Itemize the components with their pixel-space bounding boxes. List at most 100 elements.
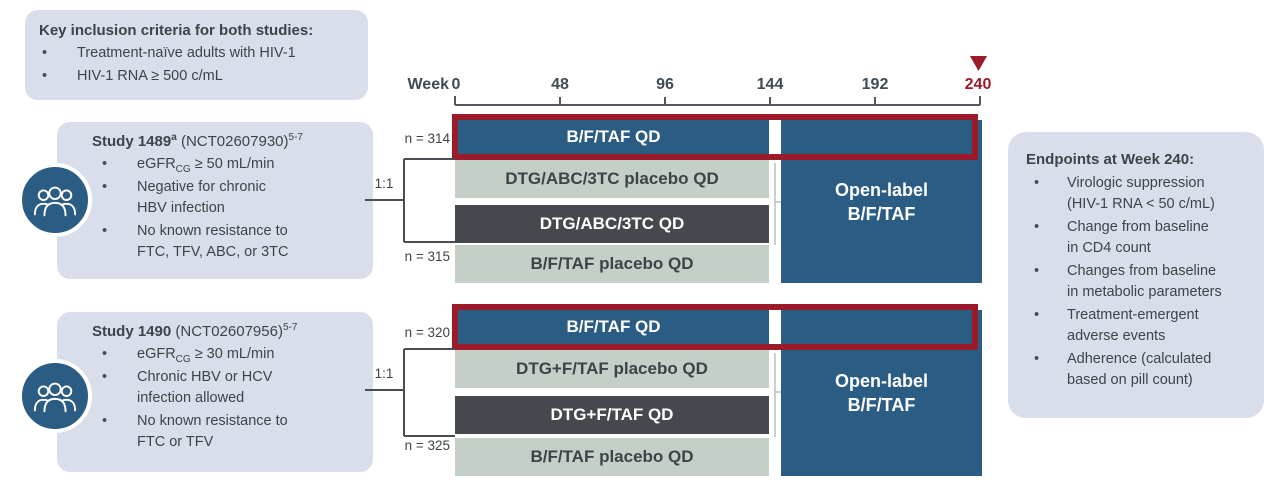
- study-1490-criteria-list: • eGFRCG ≥ 30 mL/min • Chronic HBV or HC…: [102, 344, 365, 453]
- arm-bar-bftaf-qd-1489: B/F/TAF QD: [458, 120, 769, 154]
- people-group-icon: [33, 382, 77, 413]
- study-1489-title: Study 1489a (NCT02607930)5-7: [92, 131, 365, 152]
- arm-label: B/F/TAF placebo QD: [530, 254, 694, 273]
- timeline-tick-label-96: 96: [656, 76, 674, 93]
- bullet-text: Adherence (calculated based on pill coun…: [1067, 351, 1212, 388]
- sample-size-label-n315: n = 315: [404, 249, 450, 264]
- week-240-marker-icon: [970, 56, 987, 71]
- arm-bar-dtg-ftaf-qd-1490: DTG+F/TAF QD: [455, 396, 769, 434]
- bullet-marker: •: [1034, 307, 1040, 323]
- bullet-text: Treatment-naïve adults with HIV-1: [77, 45, 296, 61]
- list-item: • eGFRCG ≥ 50 mL/min: [102, 154, 365, 175]
- arm-label: B/F/TAF placebo QD: [530, 447, 694, 466]
- study-1489-panel: Study 1489a (NCT02607930)5-7 • eGFRCG ≥ …: [57, 122, 373, 279]
- bullet-marker: •: [1034, 263, 1040, 279]
- bullet-text: No known resistance to FTC or TFV: [137, 413, 288, 450]
- study-reference-superscript: 5-7: [282, 322, 298, 333]
- study-registry-id: (NCT02607930): [176, 133, 289, 150]
- criteria-text: ≥ 50 mL/min: [190, 156, 275, 172]
- randomization-ratio-label-1489: 1:1: [374, 176, 394, 191]
- list-item: • Change from baseline in CD4 count: [1032, 217, 1256, 259]
- randomization-ratio-label-1490: 1:1: [374, 366, 394, 381]
- participants-icon: [18, 359, 92, 433]
- open-label-box-1490: Open-label B/F/TAF: [781, 310, 982, 476]
- timeline-tick-label-192: 192: [861, 76, 889, 93]
- study-1490-panel: Study 1490 (NCT02607956)5-7 • eGFRCG ≥ 3…: [57, 312, 373, 472]
- criteria-subscript: CG: [175, 353, 191, 365]
- bullet-text: eGFRCG ≥ 50 mL/min: [137, 154, 309, 175]
- bullet-text: HIV-1 RNA ≥ 500 c/mL: [77, 68, 223, 84]
- arm-bar-dtg-ftaf-placebo-1490: DTG+F/TAF placebo QD: [455, 350, 769, 388]
- open-label-line2: B/F/TAF: [847, 203, 916, 224]
- bullet-marker: •: [102, 369, 108, 385]
- criteria-text: eGFR: [137, 346, 176, 362]
- open-label-box-1489: Open-label B/F/TAF: [781, 120, 982, 283]
- bullet-text: Negative for chronic HBV infection: [137, 179, 266, 216]
- open-label-line1: Open-label: [834, 371, 928, 391]
- endpoints-title: Endpoints at Week 240:: [1026, 151, 1195, 168]
- list-item: • eGFRCG ≥ 30 mL/min: [102, 344, 365, 365]
- bullet-marker: •: [102, 223, 108, 239]
- arm-bar-bftaf-qd-1490: B/F/TAF QD: [458, 310, 769, 344]
- list-item: • Negative for chronic HBV infection: [102, 177, 365, 219]
- list-item: • Adherence (calculated based on pill co…: [1032, 349, 1256, 391]
- study-name: Study 1490: [92, 323, 172, 340]
- list-item: • Virologic suppression (HIV-1 RNA < 50 …: [1032, 173, 1256, 215]
- study-reference-superscript: 5-7: [288, 132, 303, 143]
- bullet-marker: •: [42, 68, 48, 84]
- participants-icon: [18, 163, 92, 237]
- bullet-marker: •: [1034, 351, 1040, 367]
- list-item: • No known resistance to FTC or TFV: [102, 411, 365, 453]
- criteria-text: ≥ 30 mL/min: [190, 346, 275, 362]
- inclusion-criteria-list: • Treatment-naïve adults with HIV-1 • HI…: [39, 43, 358, 87]
- timeline-tick-label-48: 48: [551, 76, 569, 93]
- sample-size-label-n314: n = 314: [404, 131, 450, 146]
- bullet-text: Chronic HBV or HCV infection allowed: [137, 369, 273, 406]
- bullet-marker: •: [42, 45, 48, 61]
- timeline-tick-label-144: 144: [756, 76, 784, 93]
- timeline-tick-label-0: 0: [451, 76, 461, 93]
- timeline-axis: [454, 96, 981, 106]
- list-item: • Treatment-naïve adults with HIV-1: [39, 43, 358, 64]
- arm-bar-bftaf-placebo-1490: B/F/TAF placebo QD: [455, 438, 769, 476]
- bullet-marker: •: [102, 179, 108, 195]
- randomization-bracket-1490: [365, 348, 455, 437]
- people-group-glyph: [33, 186, 77, 217]
- study-name-superscript: a: [171, 132, 177, 143]
- list-item: • No known resistance to FTC, TFV, ABC, …: [102, 221, 365, 263]
- open-label-line1: Open-label: [834, 179, 928, 200]
- criteria-subscript: CG: [175, 163, 191, 175]
- bullet-text: Treatment-emergent adverse events: [1067, 307, 1199, 344]
- study-name: Study 1489: [92, 133, 172, 150]
- criteria-text: eGFR: [137, 156, 176, 172]
- arm-bar-dtg-abc-3tc-qd-1489: DTG/ABC/3TC QD: [455, 205, 769, 243]
- bullet-text: Virologic suppression (HIV-1 RNA < 50 c/…: [1067, 175, 1215, 212]
- study-registry-id: (NCT02607956): [171, 323, 283, 340]
- randomization-bracket-1489: [365, 158, 455, 243]
- bullet-marker: •: [1034, 219, 1040, 235]
- blinded-bftaf-outline-1489: [452, 114, 978, 160]
- arm-label: DTG+F/TAF QD: [550, 405, 674, 424]
- study-1489-criteria-list: • eGFRCG ≥ 50 mL/min • Negative for chro…: [102, 154, 365, 263]
- arm-label: DTG/ABC/3TC QD: [539, 214, 685, 233]
- list-item: • HIV-1 RNA ≥ 500 c/mL: [39, 66, 358, 87]
- sample-size-label-n325: n = 325: [404, 438, 450, 453]
- open-label-line2: B/F/TAF: [847, 395, 916, 415]
- blinded-bftaf-outline-1490: [452, 304, 978, 350]
- list-item: • Treatment-emergent adverse events: [1032, 305, 1256, 347]
- study-1490-title: Study 1490 (NCT02607956)5-7: [92, 321, 365, 342]
- endpoints-panel: Endpoints at Week 240: • Virologic suppr…: [1008, 132, 1264, 418]
- arm-label: B/F/TAF QD: [566, 127, 661, 146]
- endpoints-list: • Virologic suppression (HIV-1 RNA < 50 …: [1032, 173, 1256, 391]
- bullet-text: No known resistance to FTC, TFV, ABC, or…: [137, 223, 289, 260]
- list-item: • Chronic HBV or HCV infection allowed: [102, 367, 365, 409]
- inclusion-criteria-title: Key inclusion criteria for both studies:: [39, 22, 314, 39]
- list-item: • Changes from baseline in metabolic par…: [1032, 261, 1256, 303]
- bullet-text: Change from baseline in CD4 count: [1067, 219, 1209, 256]
- bullet-marker: •: [102, 156, 108, 172]
- bullet-marker: •: [1034, 175, 1040, 191]
- bullet-marker: •: [102, 413, 108, 429]
- bullet-text: eGFRCG ≥ 30 mL/min: [137, 344, 309, 365]
- arm-label: DTG+F/TAF placebo QD: [516, 359, 708, 378]
